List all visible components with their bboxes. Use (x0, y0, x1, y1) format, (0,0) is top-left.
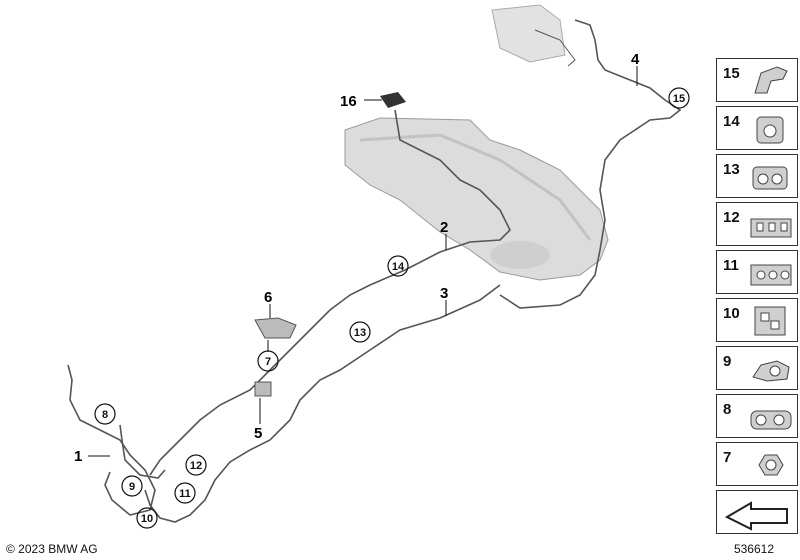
callout-2: 2 (440, 219, 448, 236)
circled-callout-14: 14 (392, 261, 405, 273)
sender-16 (380, 92, 406, 108)
circled-callout-7: 7 (265, 356, 271, 368)
fuel-lines (67, 19, 682, 523)
circled-callout-10: 10 (141, 513, 153, 525)
clip-13-icon (752, 166, 788, 190)
fuel-tank (344, 117, 609, 281)
legend-item-arrow (716, 490, 798, 534)
legend-item-13: 13 (716, 154, 798, 198)
legend-number: 7 (723, 449, 732, 466)
legend-number: 8 (723, 401, 732, 418)
circled-callout-12: 12 (190, 460, 202, 472)
legend-number: 10 (723, 305, 740, 322)
callout-4: 4 (631, 51, 640, 68)
bracket-6 (254, 317, 297, 339)
callout-6: 6 (264, 289, 272, 306)
valve-5 (254, 381, 272, 397)
copyright-text: © 2023 BMW AG (6, 542, 98, 556)
clip-9-icon (752, 360, 790, 382)
leader-lines (88, 66, 638, 457)
legend-item-15: 15 (716, 58, 798, 102)
clip-12-icon (750, 218, 792, 238)
callout-16: 16 (340, 93, 357, 110)
clip-10-icon (754, 306, 786, 336)
clip-14-icon (756, 116, 784, 144)
circled-callout-11: 11 (179, 488, 191, 500)
legend-item-7: 7 (716, 442, 798, 486)
legend-number: 12 (723, 209, 740, 226)
callout-1: 1 (74, 448, 82, 465)
circled-callout-8: 8 (102, 409, 108, 421)
circled-callout-9: 9 (129, 481, 135, 493)
circled-callout-13: 13 (354, 327, 366, 339)
diagram-id: 536612 (733, 542, 774, 556)
legend-number: 11 (723, 257, 739, 274)
fuel-filter-assembly (491, 4, 576, 67)
legend-number: 15 (723, 65, 740, 82)
legend-number: 14 (723, 113, 740, 130)
callout-3: 3 (440, 285, 448, 302)
arrow-icon (724, 501, 788, 531)
legend-item-12: 12 (716, 202, 798, 246)
legend-item-14: 14 (716, 106, 798, 150)
nut-icon (758, 454, 784, 476)
legend-item-11: 11 (716, 250, 798, 294)
clip-15-icon (754, 66, 788, 94)
circled-callout-15: 15 (673, 93, 685, 105)
clip-8-icon (750, 410, 792, 430)
legend-item-9: 9 (716, 346, 798, 390)
clip-11-icon (750, 264, 792, 286)
legend-number: 9 (723, 353, 732, 370)
legend-item-10: 10 (716, 298, 798, 342)
callout-5: 5 (254, 425, 262, 442)
legend-item-8: 8 (716, 394, 798, 438)
legend-number: 13 (723, 161, 740, 178)
